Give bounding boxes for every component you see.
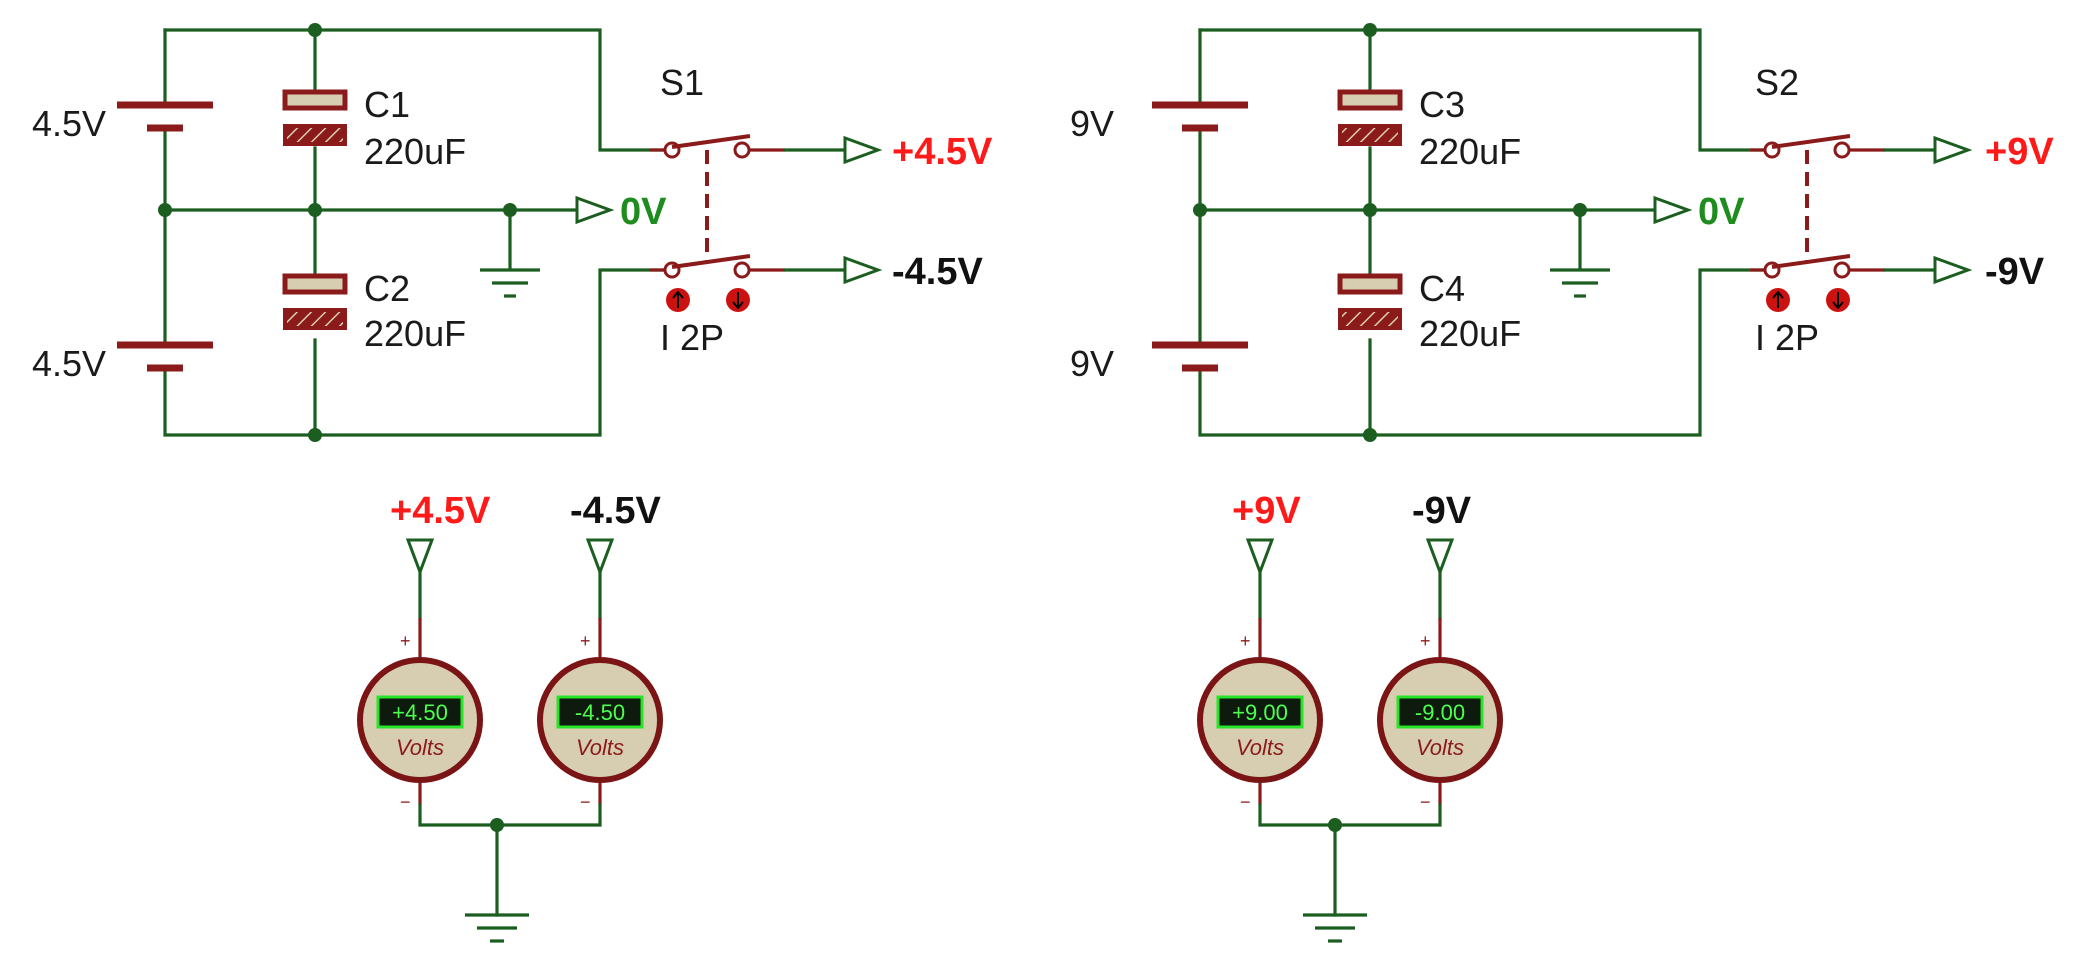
negative-terminal-arrow-icon[interactable] bbox=[843, 255, 883, 285]
meter-negative-terminal-label: -9V bbox=[1412, 490, 1472, 532]
left-meters: +4.5V -4.5V +4.50 Volts + − -4.50 bbox=[357, 490, 663, 943]
junction-dot bbox=[1363, 428, 1377, 442]
capacitor-c2-name: C2 bbox=[364, 268, 410, 309]
capacitor-c3[interactable] bbox=[1337, 89, 1403, 146]
polarity-minus: − bbox=[580, 792, 591, 812]
capacitor-c1[interactable] bbox=[282, 89, 348, 146]
voltmeter-reading: -4.50 bbox=[575, 700, 625, 725]
positive-rail-label: +9V bbox=[1985, 131, 2054, 173]
switch-off-button-icon[interactable] bbox=[1826, 288, 1850, 312]
switch-on-button-icon[interactable] bbox=[1766, 288, 1790, 312]
junction-dot bbox=[1328, 818, 1342, 832]
capacitor-c3-name: C3 bbox=[1419, 84, 1465, 125]
ground-icon bbox=[1550, 268, 1610, 298]
junction-dot bbox=[1193, 203, 1207, 217]
junction-dot bbox=[1363, 23, 1377, 37]
negative-rail-label: -4.5V bbox=[892, 251, 983, 293]
ground-icon bbox=[465, 913, 529, 943]
positive-rail-label: +4.5V bbox=[892, 131, 993, 173]
voltmeter-negative[interactable]: -9.00 Volts bbox=[1377, 657, 1503, 783]
battery-top-label: 4.5V bbox=[32, 103, 106, 144]
polarity-minus: − bbox=[400, 792, 411, 812]
battery-bottom[interactable] bbox=[1152, 341, 1248, 372]
switch-on-button-icon[interactable] bbox=[666, 288, 690, 312]
battery-top[interactable] bbox=[1152, 101, 1248, 132]
capacitor-c1-value: 220uF bbox=[364, 131, 466, 172]
ground-rail-label: 0V bbox=[1698, 191, 1745, 233]
right-circuit: 9V 9V C3 220uF C4 220uF 0V bbox=[1070, 23, 2054, 442]
voltmeter-units: Volts bbox=[1416, 735, 1464, 760]
junction-dot bbox=[308, 428, 322, 442]
polarity-minus: − bbox=[1240, 792, 1251, 812]
capacitor-c4-value: 220uF bbox=[1419, 313, 1521, 354]
capacitor-c1-name: C1 bbox=[364, 84, 410, 125]
battery-bottom-label: 4.5V bbox=[32, 343, 106, 384]
switch-off-button-icon[interactable] bbox=[726, 288, 750, 312]
capacitor-c2-value: 220uF bbox=[364, 313, 466, 354]
junction-dot bbox=[158, 203, 172, 217]
polarity-plus: + bbox=[1420, 631, 1431, 651]
junction-dot bbox=[1573, 203, 1587, 217]
capacitor-c4[interactable] bbox=[1337, 273, 1403, 330]
voltmeter-negative[interactable]: -4.50 Volts bbox=[537, 657, 663, 783]
voltmeter-units: Volts bbox=[1236, 735, 1284, 760]
positive-terminal-arrow-icon[interactable] bbox=[843, 135, 883, 165]
battery-bottom[interactable] bbox=[117, 341, 213, 372]
negative-rail-label: -9V bbox=[1985, 251, 2045, 293]
battery-top-label: 9V bbox=[1070, 103, 1114, 144]
terminal-arrow-icon[interactable] bbox=[1245, 538, 1275, 577]
switch-s2-type: I 2P bbox=[1755, 317, 1819, 358]
polarity-plus: + bbox=[400, 631, 411, 651]
voltmeter-units: Volts bbox=[576, 735, 624, 760]
left-wires bbox=[163, 28, 667, 437]
capacitor-c4-name: C4 bbox=[1419, 268, 1465, 309]
switch-s1-name: S1 bbox=[660, 62, 704, 103]
switch-s1[interactable] bbox=[650, 134, 785, 279]
polarity-plus: + bbox=[580, 631, 591, 651]
terminal-arrow-icon[interactable] bbox=[1425, 538, 1455, 577]
switch-s1-type: I 2P bbox=[660, 317, 724, 358]
voltmeter-positive[interactable]: +9.00 Volts bbox=[1197, 657, 1323, 783]
voltmeter-positive[interactable]: +4.50 Volts bbox=[357, 657, 483, 783]
voltmeter-reading: -9.00 bbox=[1415, 700, 1465, 725]
negative-terminal-arrow-icon[interactable] bbox=[1933, 255, 1973, 285]
positive-terminal-arrow-icon[interactable] bbox=[1933, 135, 1973, 165]
switch-s2[interactable] bbox=[1750, 134, 1885, 279]
right-wires bbox=[1198, 28, 1767, 437]
battery-top[interactable] bbox=[117, 101, 213, 132]
terminal-arrow-icon[interactable] bbox=[405, 538, 435, 577]
terminal-arrow-icon[interactable] bbox=[585, 538, 615, 577]
junction-dot bbox=[308, 23, 322, 37]
voltmeter-reading: +9.00 bbox=[1232, 700, 1288, 725]
capacitor-c3-value: 220uF bbox=[1419, 131, 1521, 172]
polarity-minus: − bbox=[1420, 792, 1431, 812]
junction-dot bbox=[308, 203, 322, 217]
meter-negative-terminal-label: -4.5V bbox=[570, 490, 661, 532]
ground-icon bbox=[1303, 913, 1367, 943]
capacitor-c2[interactable] bbox=[282, 273, 348, 330]
right-meters: +9V -9V +9.00 Volts + − -9.00 Vo bbox=[1197, 490, 1503, 943]
battery-bottom-label: 9V bbox=[1070, 343, 1114, 384]
voltmeter-reading: +4.50 bbox=[392, 700, 448, 725]
ground-rail-label: 0V bbox=[620, 191, 667, 233]
ground-icon bbox=[480, 268, 540, 298]
junction-dot bbox=[503, 203, 517, 217]
junction-dot bbox=[1363, 203, 1377, 217]
ground-terminal-arrow-icon[interactable] bbox=[575, 195, 615, 225]
switch-s2-name: S2 bbox=[1755, 62, 1799, 103]
junction-dot bbox=[490, 818, 504, 832]
left-circuit: 4.5V 4.5V C1 220uF C2 220uF 0V bbox=[32, 23, 993, 442]
meter-positive-terminal-label: +4.5V bbox=[390, 490, 491, 532]
meter-positive-terminal-label: +9V bbox=[1232, 490, 1301, 532]
voltmeter-units: Volts bbox=[396, 735, 444, 760]
polarity-plus: + bbox=[1240, 631, 1251, 651]
ground-terminal-arrow-icon[interactable] bbox=[1653, 195, 1693, 225]
